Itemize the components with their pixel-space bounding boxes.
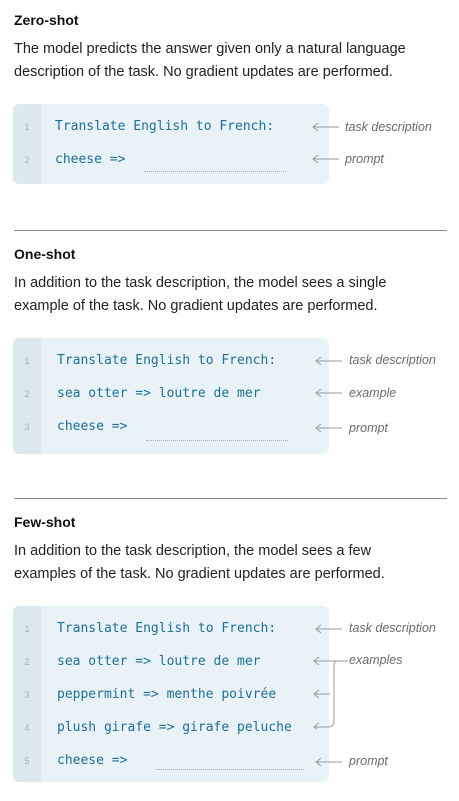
annotation-example: example [349,386,397,400]
line-number: 1 [24,624,30,634]
one-shot-section: One-shot In addition to the task descrip… [13,246,436,454]
line-number: 1 [24,356,30,366]
annotation-task-description: task description [349,353,436,367]
examples-bracket-icon [313,656,348,729]
code-line-task: Translate English to French: [57,621,277,636]
line-number: 2 [24,155,30,165]
code-line-example: sea otter => loutre de mer [57,654,261,669]
few-shot-code-box: 1 Translate English to French: 2 sea ott… [13,606,329,782]
line-number-gutter [13,338,41,454]
arrow-left-icon [314,423,342,433]
code-line-example: plush girafe => girafe peluche [57,720,292,735]
line-number-gutter [13,606,41,782]
annotation-task-description: task description [345,120,432,134]
zero-shot-code-box: 1 Translate English to French: 2 cheese … [13,104,329,184]
few-shot-description: In addition to the task description, the… [14,543,385,582]
code-line-task: Translate English to French: [55,119,275,134]
zero-shot-title: Zero-shot [14,12,79,28]
section-divider [14,498,447,499]
code-line-example: peppermint => menthe poivrée [57,687,277,702]
answer-blank [144,171,286,172]
annotation-prompt: prompt [345,152,384,166]
one-shot-description: In addition to the task description, the… [14,275,387,314]
arrow-left-icon [311,154,339,164]
line-number: 3 [24,422,30,432]
line-number: 1 [24,122,30,132]
arrow-left-icon [314,356,342,366]
line-number: 4 [24,723,30,733]
answer-blank [156,769,304,770]
line-number: 3 [24,690,30,700]
annotation-examples: examples [349,653,403,667]
code-line-prompt: cheese => [57,753,128,768]
arrow-left-icon [314,757,342,767]
few-shot-title: Few-shot [14,514,76,530]
arrow-left-icon [311,122,339,132]
code-line-prompt: cheese => [55,152,126,167]
line-number: 2 [24,657,30,667]
one-shot-code-box: 1 Translate English to French: 2 sea ott… [13,338,329,454]
answer-blank [146,440,288,441]
arrow-left-icon [314,624,342,634]
one-shot-title: One-shot [14,246,76,262]
line-number-gutter [13,104,41,184]
line-number: 5 [24,756,30,766]
line-number: 2 [24,389,30,399]
code-line-task: Translate English to French: [57,353,277,368]
code-line-prompt: cheese => [57,419,128,434]
zero-shot-description: The model predicts the answer given only… [14,41,406,80]
code-line-example: sea otter => loutre de mer [57,386,261,401]
arrow-left-icon [314,388,342,398]
section-divider [14,230,447,231]
annotation-prompt: prompt [349,754,388,768]
annotation-task-description: task description [349,621,436,635]
zero-shot-section: Zero-shot The model predicts the answer … [0,0,459,200]
annotation-prompt: prompt [349,421,388,435]
